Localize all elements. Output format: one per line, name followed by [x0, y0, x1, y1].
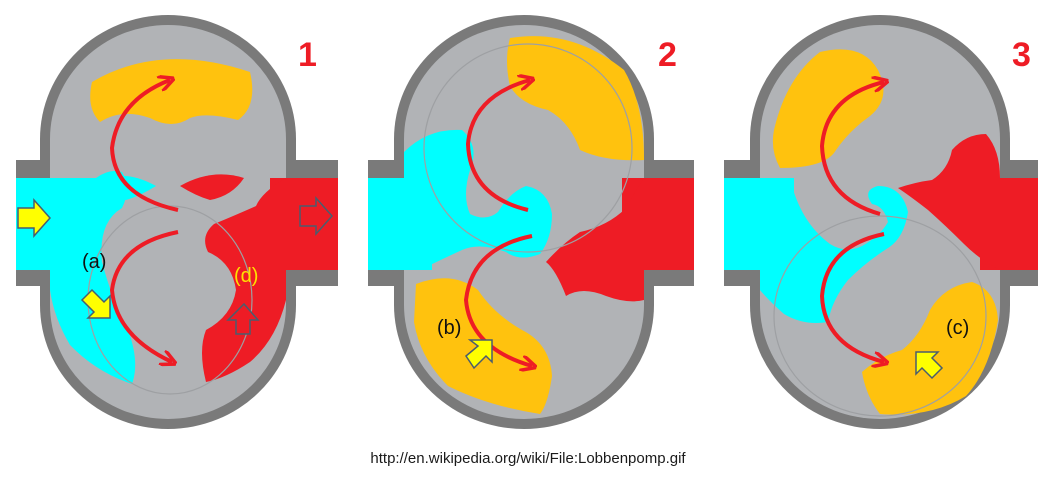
- panel-number: 3: [1012, 36, 1031, 74]
- discharge-chamber: [898, 134, 1000, 270]
- label-d: (d): [234, 265, 258, 287]
- carried-fluid-top: [772, 49, 884, 168]
- panel-number: 2: [658, 36, 677, 74]
- suction-chamber: [50, 170, 136, 384]
- carry-arrow-icon: [915, 351, 944, 380]
- flow-arrow-bottom: [109, 230, 178, 362]
- panel-1: 1 (a) (d): [16, 15, 338, 429]
- carry-arrow-icon: [465, 339, 493, 370]
- lower-rotor-edge: [773, 215, 987, 417]
- outlet-arrow-icon: [299, 196, 334, 236]
- flow-arrow-bottom: [463, 234, 532, 366]
- discharge-chamber: [546, 178, 644, 302]
- suction-chamber: [404, 129, 552, 270]
- panel-3: 3 (c): [724, 15, 1038, 429]
- label-a: (a): [82, 251, 106, 273]
- carried-fluid-top: [507, 36, 644, 161]
- flow-arrow-bottom: [819, 232, 884, 362]
- inlet-arrow-icon: [17, 198, 52, 238]
- flow-arrow-top: [109, 80, 179, 212]
- suction-chamber: [760, 178, 908, 323]
- flow-arrow-top: [819, 82, 884, 216]
- upper-red-pocket: [180, 174, 244, 200]
- source-caption: http://en.wikipedia.org/wiki/File:Lobben…: [370, 450, 686, 467]
- flow-arrow-top: [465, 80, 530, 212]
- label-b: (b): [437, 317, 461, 339]
- upper-rotor-edge: [423, 43, 633, 253]
- suction-arrow-icon: [80, 288, 111, 319]
- carried-fluid-bottom: [862, 282, 998, 415]
- panel-number: 1: [298, 36, 317, 74]
- panel-2: 2 (b): [368, 15, 694, 429]
- discharge-arrow-icon: [226, 302, 260, 335]
- label-c: (c): [946, 317, 969, 339]
